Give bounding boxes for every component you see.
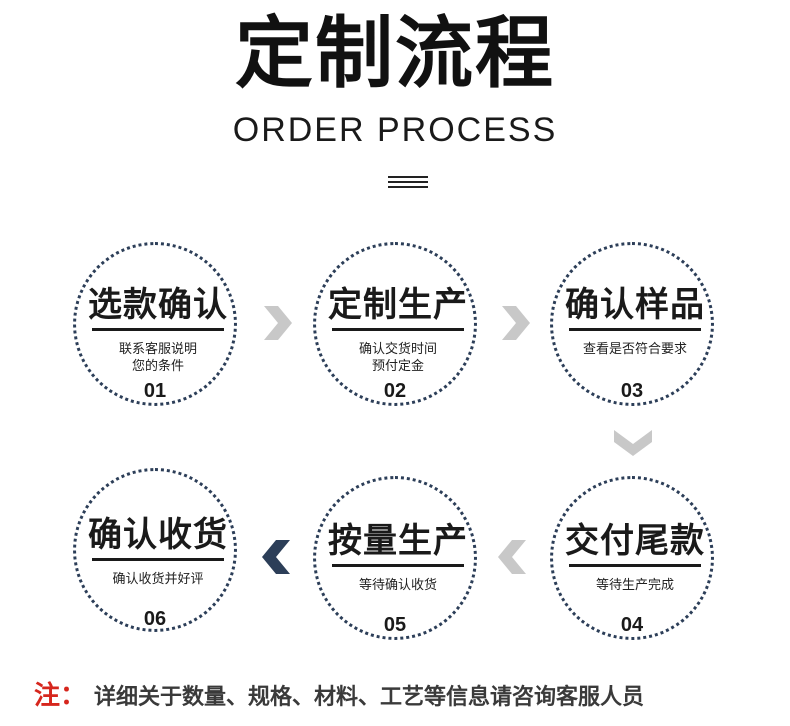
note-label: 注： <box>34 681 87 711</box>
step-number: 06 <box>143 608 167 630</box>
step-description-line: 您的条件 <box>131 359 184 374</box>
step-description: 等待生产完成 <box>563 577 707 594</box>
step-description-line: 等待确认收货 <box>358 578 437 593</box>
step-description-line: 等待生产完成 <box>595 578 674 593</box>
chevron-down-icon <box>614 430 652 456</box>
step-description-line: 预付定金 <box>371 359 424 374</box>
step-underline <box>92 558 224 561</box>
note-text: 详细关于数量、规格、材料、工艺等信息请咨询客服人员 <box>94 685 645 710</box>
chevron-left-icon <box>498 540 526 574</box>
decorative-lines <box>388 176 428 190</box>
step-underline <box>92 328 224 331</box>
step-description-line: 确认交货时间 <box>358 342 437 357</box>
chevron-left-icon <box>262 540 290 574</box>
step-title: 按量生产 <box>328 521 468 561</box>
page-title: 定制流程 <box>234 9 555 99</box>
step-number: 02 <box>383 380 407 402</box>
step-number: 04 <box>620 614 644 636</box>
footer-note: 注： 详细关于数量、规格、材料、工艺等信息请咨询客服人员 <box>34 676 644 716</box>
step-description-line: 联系客服说明 <box>118 342 197 357</box>
step-underline <box>569 564 701 567</box>
step-number: 03 <box>620 380 644 402</box>
chevron-right-icon <box>502 306 530 340</box>
step-title: 确认收货 <box>88 515 228 555</box>
step-circle-06: 确认收货 确认收货并好评 06 <box>73 468 237 632</box>
page-subtitle: ORDER PROCESS <box>232 111 558 149</box>
step-description: 联系客服说明 您的条件 <box>86 341 230 375</box>
step-circle-03: 确认样品 查看是否符合要求 03 <box>550 242 714 406</box>
step-description-line: 确认收货并好评 <box>112 572 204 587</box>
step-underline <box>332 328 464 331</box>
step-title: 定制生产 <box>328 285 468 325</box>
step-description-line: 查看是否符合要求 <box>582 342 687 357</box>
step-circle-01: 选款确认 联系客服说明 您的条件 01 <box>73 242 237 406</box>
step-circle-04: 交付尾款 等待生产完成 04 <box>550 476 714 640</box>
step-title: 确认样品 <box>565 285 705 325</box>
step-description: 确认收货并好评 <box>86 571 230 588</box>
chevron-right-icon <box>264 306 292 340</box>
step-description: 查看是否符合要求 <box>563 341 707 358</box>
step-underline <box>332 564 464 567</box>
step-description: 等待确认收货 <box>326 577 470 594</box>
step-number: 05 <box>383 614 407 636</box>
step-description: 确认交货时间 预付定金 <box>326 341 470 375</box>
step-number: 01 <box>143 380 167 402</box>
step-underline <box>569 328 701 331</box>
step-title: 选款确认 <box>88 285 228 325</box>
step-circle-02: 定制生产 确认交货时间 预付定金 02 <box>313 242 477 406</box>
step-circle-05: 按量生产 等待确认收货 05 <box>313 476 477 640</box>
step-title: 交付尾款 <box>565 521 705 561</box>
